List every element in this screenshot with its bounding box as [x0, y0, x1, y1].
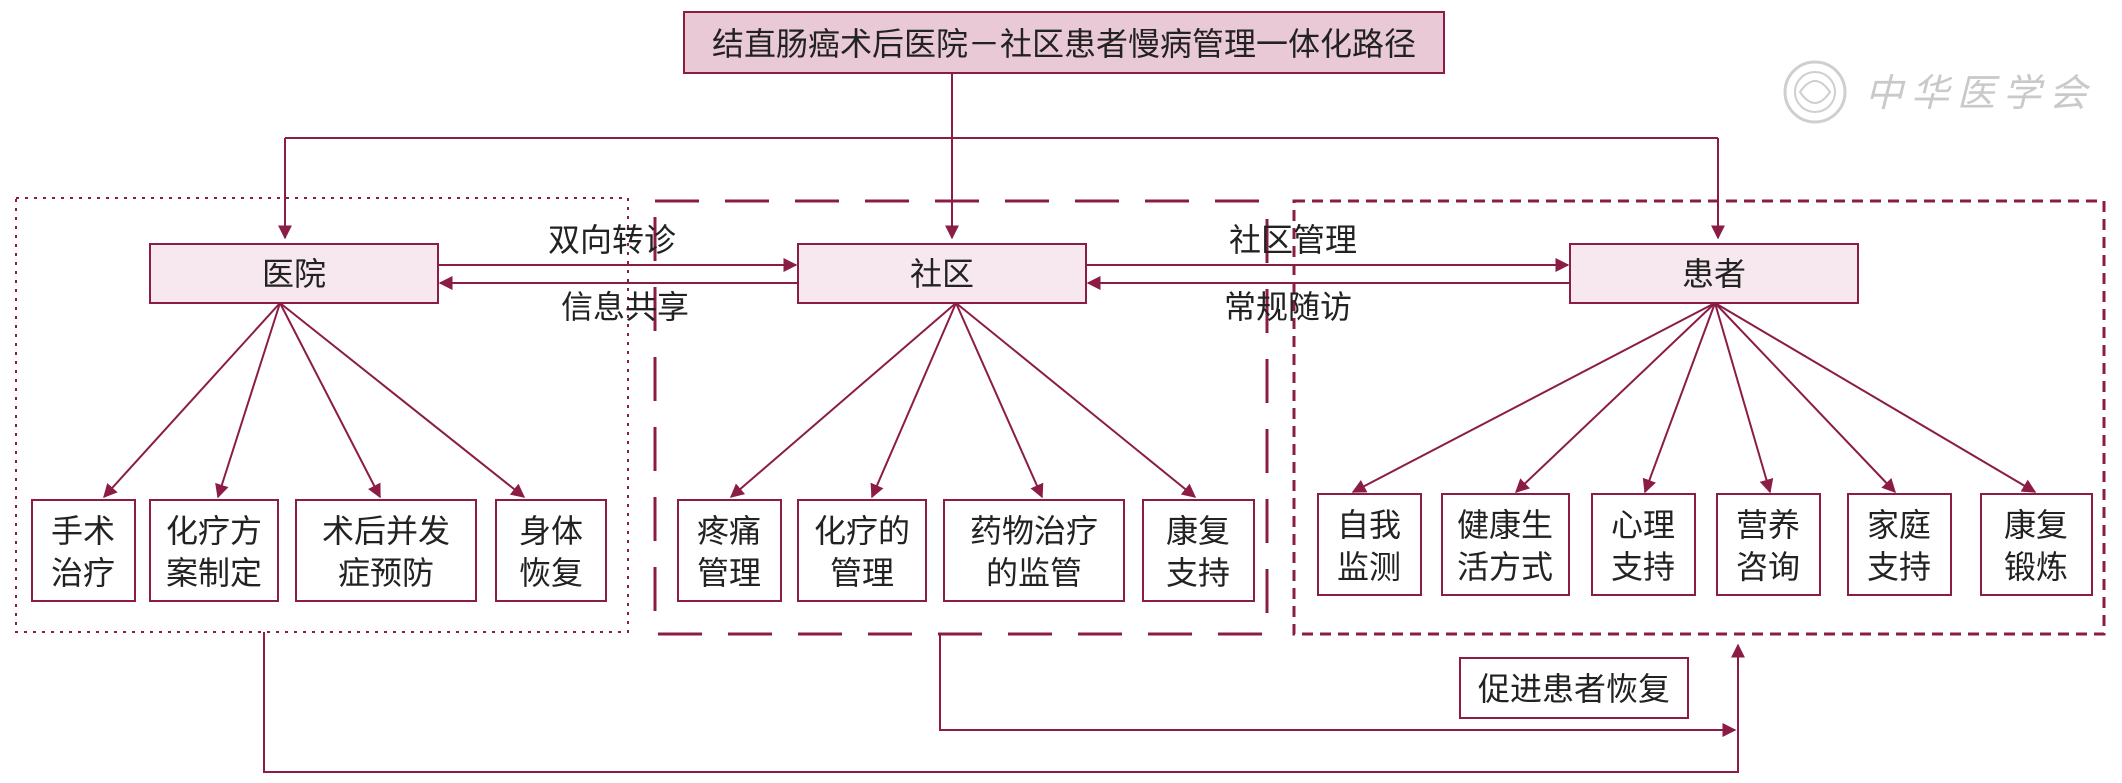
- watermark: 中华医学会: [1783, 60, 2095, 124]
- hospital-region: [15, 197, 629, 633]
- child-label: 心理: [1611, 506, 1675, 544]
- child-label: 化疗方: [166, 512, 262, 550]
- patient-label: 患者: [1682, 255, 1746, 293]
- child-label: 监测: [1337, 548, 1401, 586]
- child-label: 的监管: [986, 554, 1082, 592]
- patient-child-family-support: 家庭 支持: [1847, 493, 1952, 596]
- child-label: 案制定: [166, 554, 262, 592]
- hospital-child-physical-recovery: 身体 恢复: [495, 499, 607, 602]
- society-logo-icon: [1783, 60, 1847, 124]
- hospital-node: [149, 243, 439, 304]
- child-label: 化疗的: [814, 512, 910, 550]
- patient-region: [1292, 199, 2106, 636]
- edge-label-referral: 双向转诊: [548, 221, 676, 259]
- patient-child-healthy-lifestyle: 健康生 活方式: [1441, 493, 1570, 596]
- patient-child-nutrition-consult: 营养 咨询: [1716, 493, 1821, 596]
- hospital-child-surgery: 手术 治疗: [31, 499, 136, 602]
- child-label: 症预防: [338, 554, 434, 592]
- child-label: 自我: [1337, 506, 1401, 544]
- child-label: 药物治疗: [970, 512, 1098, 550]
- patient-node: [1569, 243, 1859, 304]
- child-label: 康复: [1166, 512, 1230, 550]
- community-patient-edges: [1086, 258, 1570, 290]
- community-node: [797, 243, 1087, 304]
- child-label: 恢复: [519, 554, 583, 592]
- title-connectors: [278, 73, 1725, 240]
- patient-child-rehab-exercise: 康复 锻炼: [1980, 493, 2093, 596]
- child-label: 营养: [1736, 506, 1800, 544]
- child-label: 管理: [697, 554, 761, 592]
- patient-child-psychological-support: 心理 支持: [1591, 493, 1696, 596]
- child-label: 治疗: [51, 554, 115, 592]
- child-label: 健康生: [1457, 506, 1553, 544]
- community-region: [653, 199, 1269, 636]
- hospital-child-chemo-plan: 化疗方 案制定: [149, 499, 279, 602]
- child-label: 康复: [2004, 506, 2068, 544]
- community-child-pain-management: 疼痛 管理: [677, 499, 782, 602]
- child-label: 身体: [519, 512, 583, 550]
- outcome-label: 促进患者恢复: [1478, 670, 1670, 708]
- patient-fanout-arrows: [1351, 302, 2037, 494]
- child-label: 手术: [51, 512, 115, 550]
- child-label: 疼痛: [697, 512, 761, 550]
- child-label: 支持: [1166, 554, 1230, 592]
- diagram-title: 结直肠癌术后医院－社区患者慢病管理一体化路径: [712, 25, 1416, 63]
- edge-label-community-management: 社区管理: [1229, 221, 1357, 259]
- outcome-box: [1459, 657, 1689, 719]
- hospital-fanout-arrows: [103, 302, 526, 499]
- child-label: 支持: [1611, 548, 1675, 586]
- child-label: 家庭: [1867, 506, 1931, 544]
- community-child-medication-supervision: 药物治疗 的监管: [943, 499, 1125, 602]
- child-label: 管理: [830, 554, 894, 592]
- title-box: [683, 11, 1445, 74]
- child-label: 咨询: [1736, 548, 1800, 586]
- child-label: 活方式: [1457, 548, 1553, 586]
- edge-label-routine-followup: 常规随访: [1224, 288, 1352, 326]
- watermark-text: 中华医学会: [1865, 71, 2095, 115]
- patient-child-self-monitoring: 自我 监测: [1317, 493, 1422, 596]
- hospital-label: 医院: [262, 255, 326, 293]
- hospital-community-edges: [438, 258, 798, 290]
- community-label: 社区: [910, 255, 974, 293]
- child-label: 术后并发: [322, 512, 450, 550]
- hospital-child-complication-prevention: 术后并发 症预防: [295, 499, 477, 602]
- community-fanout-arrows: [729, 302, 1197, 499]
- community-child-chemo-management: 化疗的 管理: [797, 499, 927, 602]
- bottom-feedback-paths: [263, 632, 1745, 773]
- child-label: 支持: [1867, 548, 1931, 586]
- edge-label-info-sharing: 信息共享: [561, 288, 689, 326]
- community-child-rehab-support: 康复 支持: [1142, 499, 1255, 602]
- child-label: 锻炼: [2004, 548, 2068, 586]
